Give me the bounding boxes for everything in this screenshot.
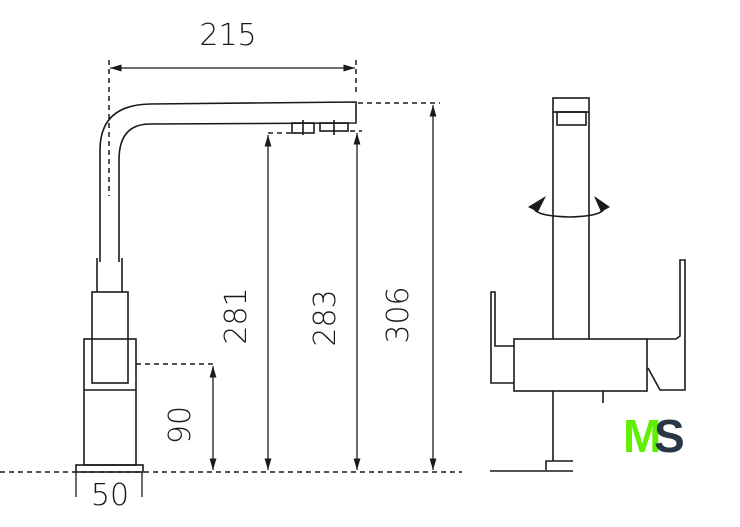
body-height-label: 90 (163, 406, 198, 444)
total-height-label: 306 (381, 286, 416, 343)
aerator-height-2-label: 283 (308, 289, 343, 346)
rotation-arrow-icon (528, 196, 610, 218)
base-label: 50 (91, 478, 129, 513)
logo-letter-m: M (623, 410, 661, 462)
spout (99, 101, 357, 262)
aerator-height-1-label: 281 (219, 287, 254, 344)
front-view (490, 97, 686, 472)
reach-label: 215 (199, 18, 256, 53)
ms-logo: M S (623, 410, 685, 462)
logo-letter-s: S (654, 410, 685, 462)
aerators (291, 120, 349, 135)
front-body (513, 338, 648, 392)
body-upper (91, 291, 129, 384)
left-handle (490, 291, 514, 384)
right-handle (647, 259, 686, 391)
base-plate (75, 464, 144, 473)
side-view (75, 101, 357, 473)
